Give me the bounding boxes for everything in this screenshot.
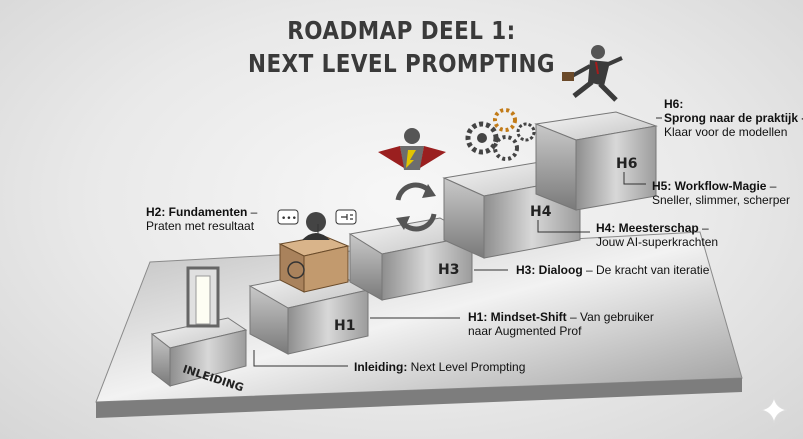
step-h1-tag: H1 xyxy=(334,318,355,334)
step-h6-tag: H6 xyxy=(616,156,637,172)
step-text-line-2: Praten met resultaat xyxy=(146,219,255,233)
cycle-arrows-icon xyxy=(395,182,437,232)
step-text-line-3: Klaar voor de modellen xyxy=(664,125,788,139)
step-h3-block: H3 xyxy=(348,217,474,301)
step-text: – Van gebruiker xyxy=(566,310,654,324)
step-text-line-2: Jouw AI-superkrachten xyxy=(596,235,719,249)
step-heading: H6: xyxy=(664,97,684,111)
leaping-businessman-icon xyxy=(562,45,623,102)
step-label-h3: H3: Dialoog – De kracht van iteratie xyxy=(516,263,709,277)
page-title-line-1: ROADMAP DEEL 1: xyxy=(287,16,516,45)
step-heading: Inleiding: xyxy=(354,360,408,374)
step-text: – xyxy=(247,205,258,219)
step-h6-block: H6 xyxy=(534,111,658,211)
leader-lines xyxy=(253,117,662,367)
step-label-h4: H4: Meesterschap – Jouw AI-superkrachten xyxy=(596,221,718,249)
step-text: – xyxy=(698,221,709,235)
step-text-line-2: Sneller, slimmer, scherper xyxy=(652,193,791,207)
gears-icon xyxy=(465,108,536,161)
sparkle-icon xyxy=(760,396,788,424)
step-label-h6: H6: Sprong naar de praktijk – Klaar voor… xyxy=(664,97,803,139)
step-label-h5: H5: Workflow-Magie – Sneller, slimmer, s… xyxy=(652,179,790,207)
step-h3-tag: H3 xyxy=(438,262,459,278)
step-heading: H4: Meesterschap xyxy=(596,221,699,235)
platform xyxy=(95,231,743,418)
page-title-line-2: NEXT LEVEL PROMPTING xyxy=(248,49,555,78)
step-text: – xyxy=(766,179,777,193)
ai-brain-cube-icon xyxy=(278,212,350,293)
step-heading: H3: Dialoog xyxy=(516,263,583,277)
step-heading: H2: Fundamenten xyxy=(146,205,248,219)
step-text-line-2: Sprong naar de praktijk – xyxy=(664,111,803,125)
step-h4-tag: H4 xyxy=(530,204,552,220)
doorway-icon xyxy=(186,266,220,328)
step-label-h2: H2: Fundamenten – Praten met resultaat xyxy=(146,205,257,233)
step-text-line-2: naar Augmented Prof xyxy=(468,324,582,338)
step-label-inleiding: Inleiding: Next Level Prompting xyxy=(354,360,525,374)
step-text: – De kracht van iteratie xyxy=(582,263,710,277)
svg-text:•••: ••• xyxy=(281,214,297,224)
step-heading: H5: Workflow-Magie xyxy=(652,179,767,193)
step-heading: H1: Mindset-Shift xyxy=(468,310,567,324)
step-label-h1: H1: Mindset-Shift – Van gebruiker naar A… xyxy=(468,310,654,338)
chat-bubble-icon: ••• xyxy=(277,209,299,225)
step-text: Next Level Prompting xyxy=(410,360,526,374)
plug-icon xyxy=(335,209,357,225)
superhero-icon xyxy=(378,128,446,170)
